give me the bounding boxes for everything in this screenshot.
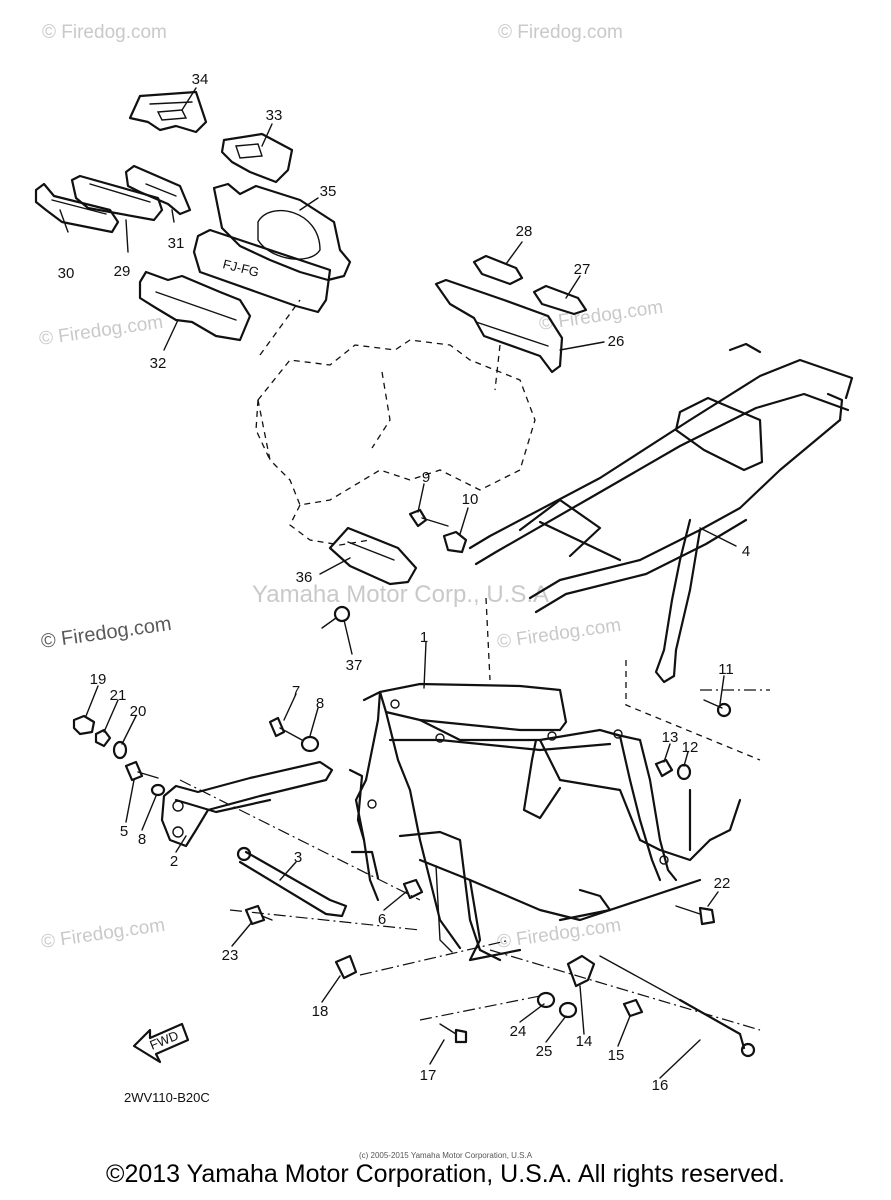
- part-5-bolt: [124, 760, 159, 782]
- callout-35: 35: [320, 183, 337, 200]
- watermark-firedog: © Firedog.com: [40, 613, 173, 653]
- watermark-yamaha: Yamaha Motor Corp., U.S.A: [252, 581, 549, 608]
- part-33-cover: [220, 132, 294, 184]
- part-10-collar: [442, 530, 468, 554]
- footer-copyright: ©2013 Yamaha Motor Corporation, U.S.A. A…: [106, 1160, 785, 1188]
- part-13-collar: [654, 758, 674, 778]
- callout-13: 13: [662, 729, 679, 746]
- part-30-bracket: [34, 182, 120, 234]
- part-29-plate: [70, 174, 164, 222]
- callout-6: 6: [378, 911, 386, 928]
- part-2-engine-bracket: [160, 760, 334, 848]
- callout-20: 20: [130, 703, 147, 720]
- part-7-bolt: [268, 716, 303, 741]
- callout-9: 9: [422, 469, 430, 486]
- callout-10: 10: [462, 491, 479, 508]
- callout-7: 7: [292, 683, 300, 700]
- part-17-bolt: [439, 1023, 468, 1044]
- watermark-firedog: © Firedog.com: [38, 312, 165, 350]
- callout-4: 4: [742, 543, 750, 560]
- diagram-code: 2WV110-B20C: [124, 1090, 210, 1105]
- callout-23: 23: [222, 947, 239, 964]
- part-25-collar: [558, 1001, 578, 1019]
- callout-32: 32: [150, 355, 167, 372]
- part-8-collar-lower: [150, 783, 166, 797]
- part-21-washer: [94, 728, 112, 748]
- part-14-bracket: [566, 954, 596, 988]
- part-24-collar: [536, 991, 556, 1009]
- part-1-main-frame: [348, 682, 742, 962]
- part-18-damper: [334, 954, 358, 980]
- leader-lines: [59, 87, 737, 1079]
- callout-30: 30: [58, 265, 75, 282]
- part-36-protector: [328, 526, 418, 586]
- part-15-collar: [622, 998, 644, 1018]
- watermark-firedog: © Firedog.com: [498, 22, 623, 43]
- watermark-firedog: © Firedog.com: [40, 915, 167, 953]
- part-8-collar: [300, 735, 320, 753]
- callout-28: 28: [516, 223, 533, 240]
- center-lines: [179, 689, 770, 1031]
- part-26-guard: [434, 278, 564, 391]
- frame-exploded-diagram: © Firedog.com © Firedog.com © Firedog.co…: [34, 22, 854, 1105]
- callout-1: 1: [420, 629, 428, 646]
- part-34-cover: [128, 90, 208, 134]
- cover-decal-text: FJ-FG: [221, 256, 260, 279]
- callout-27: 27: [574, 261, 591, 278]
- callout-22: 22: [714, 875, 731, 892]
- callout-33: 33: [266, 107, 283, 124]
- watermark-firedog: © Firedog.com: [496, 615, 623, 653]
- part-22-bolt: [675, 905, 716, 926]
- callout-2: 2: [170, 853, 178, 870]
- part-35-cover: [212, 182, 352, 282]
- callout-17: 17: [420, 1067, 437, 1084]
- part-37-clamp: [321, 605, 351, 629]
- part-32-cover: FJ-FG: [138, 228, 332, 356]
- forward-arrow-label: FWD: [148, 1028, 181, 1053]
- part-4-rear-frame: [468, 342, 854, 761]
- callout-3: 3: [294, 849, 302, 866]
- callout-29: 29: [114, 263, 131, 280]
- part-27-gasket: [532, 284, 588, 316]
- part-31-cover: [124, 164, 192, 216]
- part-20-washer: [112, 740, 128, 760]
- part-23-bolt: [244, 904, 273, 926]
- callout-11: 11: [718, 661, 734, 678]
- callout-8-lower: 8: [138, 831, 146, 848]
- part-28-gasket: [472, 254, 524, 286]
- callout-5: 5: [120, 823, 128, 840]
- callout-15: 15: [608, 1047, 625, 1064]
- small-copyright-text: (c) 2005-2015 Yamaha Motor Corporation, …: [358, 1151, 533, 1160]
- watermark-layer: © Firedog.com © Firedog.com © Firedog.co…: [38, 22, 665, 953]
- part-12-washer: [676, 763, 692, 781]
- part-3-bracket: [236, 846, 348, 918]
- callout-19: 19: [90, 671, 107, 688]
- callout-8: 8: [316, 695, 324, 712]
- callout-26: 26: [608, 333, 625, 350]
- part-9-bolt: [408, 508, 449, 528]
- callout-34: 34: [192, 71, 209, 88]
- callout-24: 24: [510, 1023, 527, 1040]
- callout-31: 31: [168, 235, 185, 252]
- part-19-nut: [72, 714, 96, 736]
- callout-16: 16: [652, 1077, 669, 1094]
- engine-outline: [255, 339, 536, 546]
- part-6-collar: [402, 878, 424, 900]
- callout-21: 21: [110, 687, 127, 704]
- watermark-firedog: © Firedog.com: [42, 22, 167, 43]
- callout-18: 18: [312, 1003, 329, 1020]
- callout-37: 37: [346, 657, 363, 674]
- callout-labels: 1 2 3 4 5 6 7 8 8 9 10 11 12 13 14 15 16…: [58, 71, 751, 1094]
- part-11-bolt: [703, 699, 732, 718]
- callout-14: 14: [576, 1033, 593, 1050]
- callout-12: 12: [682, 739, 699, 756]
- callout-25: 25: [536, 1043, 553, 1060]
- forward-arrow-icon: FWD: [132, 1022, 190, 1064]
- callout-36: 36: [296, 569, 313, 586]
- part-16-shaft: [599, 955, 756, 1058]
